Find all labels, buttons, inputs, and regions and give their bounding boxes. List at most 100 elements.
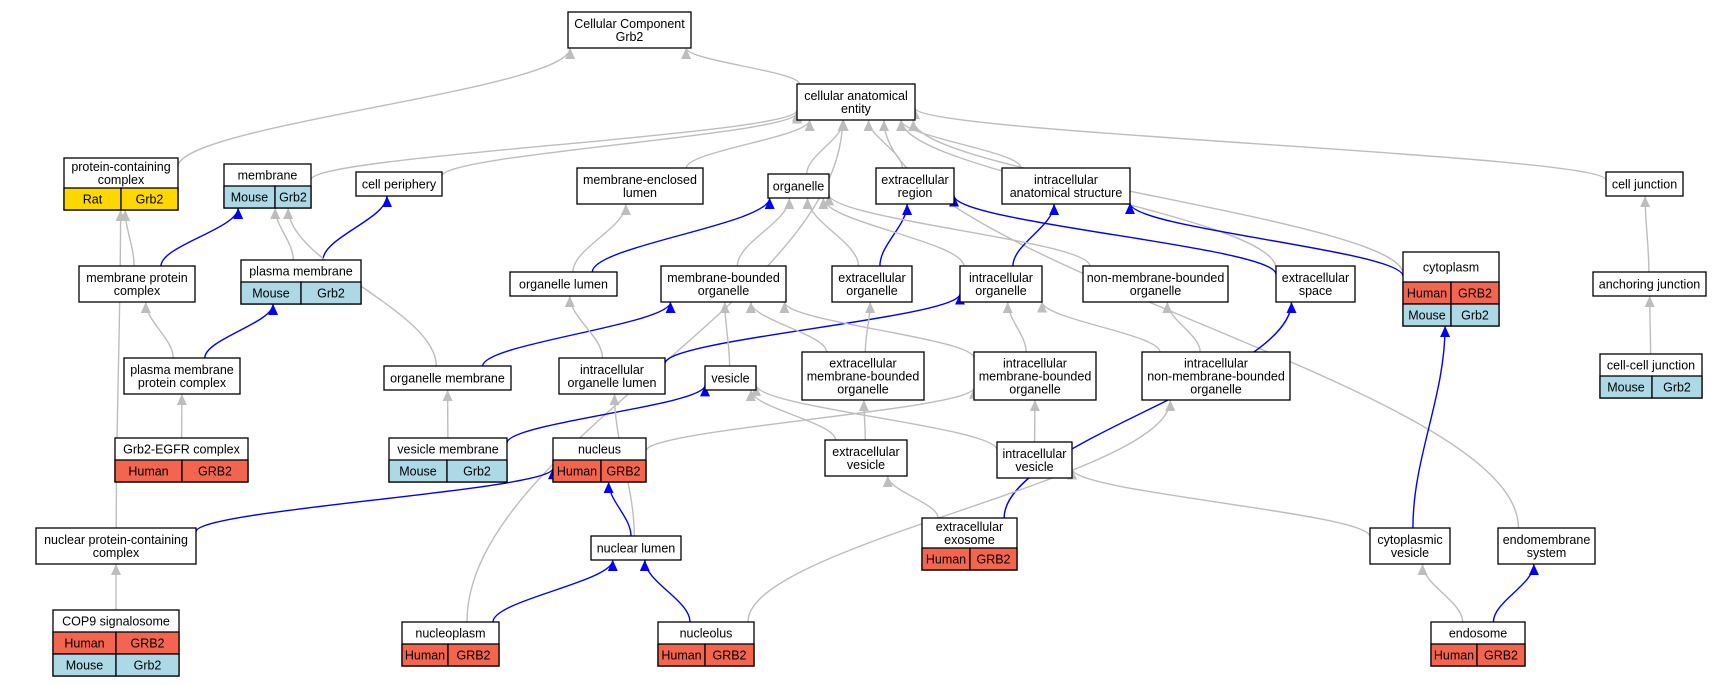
species-label: Human — [1407, 287, 1447, 301]
edge-part-of-intorg-to-ias — [1012, 203, 1060, 267]
term-label: Grb2 — [616, 30, 644, 44]
species-label: Human — [405, 649, 445, 663]
term-box — [996, 441, 1073, 479]
term-label: nuclear lumen — [597, 542, 676, 556]
gene-cell — [446, 459, 508, 483]
term-node-organelle: organelle — [767, 173, 830, 199]
edge-part-of-exosome-to-extspace — [1003, 301, 1297, 519]
term-label: organelle — [1190, 383, 1241, 397]
gene-cell — [704, 643, 755, 667]
term-box — [704, 365, 757, 391]
term-label: membrane-bounded — [807, 370, 920, 384]
edge-is-a-npcc-to-pcc — [115, 209, 126, 529]
gene-label: GRB2 — [130, 637, 164, 651]
edge-is-a-cellper-to-cae — [441, 112, 802, 177]
term-label: protein-containing — [71, 160, 170, 174]
term-box — [567, 11, 692, 49]
gene-label: GRB2 — [976, 553, 1010, 567]
term-box — [1592, 271, 1707, 297]
edge-is-a-endosome-to-cytves — [1417, 563, 1464, 623]
edge-is-a-extves-to-embo — [858, 399, 869, 441]
species-label: Human — [557, 465, 597, 479]
edge-is-a-nmbo-to-organelle — [824, 194, 1091, 267]
term-node-celljunc: cell junction — [1605, 171, 1684, 197]
term-label: non-membrane-bounded — [1147, 370, 1285, 384]
term-label: vesicle — [711, 372, 749, 386]
edge-is-a-mbo-to-organelle — [736, 197, 795, 267]
edge-is-a-exosome-to-extves — [882, 475, 939, 519]
edge-part-of-orgmem-to-mbo — [482, 301, 676, 367]
edge-is-a-membrane-to-cae — [310, 109, 802, 181]
edge-is-a-iol-to-orglumen — [564, 295, 604, 359]
gene-label: Grb2 — [463, 465, 491, 479]
edge-is-a-nucleus-to-imbo — [645, 387, 979, 452]
edge-is-a-intorg-to-organelle — [818, 197, 965, 267]
term-label: cell periphery — [362, 178, 437, 192]
term-label: vesicle membrane — [397, 443, 498, 457]
term-label: organelle lumen — [519, 278, 608, 292]
species-label: Rat — [83, 193, 103, 207]
edge-part-of-nucleolus-to-nuclumen — [639, 559, 691, 623]
term-label: organelle — [975, 284, 1026, 298]
term-box — [796, 83, 916, 121]
edge-part-of-endosome-to-endomem — [1492, 563, 1539, 623]
gene-cell — [300, 281, 362, 305]
edge-part-of-nuclumen-to-nucleus — [603, 481, 632, 537]
term-box — [831, 265, 913, 303]
edge-part-of-extspace-to-extreg — [949, 195, 1277, 275]
edge-is-a-imbo-to-mbo — [779, 301, 975, 359]
term-box — [576, 167, 704, 205]
term-box — [660, 265, 787, 303]
edge-part-of-iol-to-intorg — [664, 293, 965, 364]
gene-label: GRB2 — [712, 649, 746, 663]
term-label: Cellular Component — [574, 17, 685, 31]
edge-is-a-anchjunc-to-celljunc — [1640, 195, 1651, 273]
term-box — [1082, 265, 1229, 303]
edge-is-a-ias-to-cae — [896, 119, 1022, 169]
term-label: endomembrane — [1503, 533, 1591, 547]
edge-is-a-ccjunc-to-anchjunc — [1644, 295, 1655, 355]
term-label: cytoplasmic — [1377, 533, 1442, 547]
gene-label: GRB2 — [1458, 287, 1492, 301]
term-box — [509, 271, 618, 297]
edge-is-a-orgmem-to-membrane — [283, 207, 437, 367]
term-box — [383, 365, 512, 391]
gene-cell — [447, 643, 500, 667]
species-label: Mouse — [1408, 309, 1446, 323]
term-node-orglumen: organelle lumen — [509, 271, 618, 297]
term-label: organelle — [698, 284, 749, 298]
edge-is-a-vesicle-to-mbo — [719, 301, 731, 367]
term-label: cytoplasm — [1423, 261, 1479, 275]
edge-part-of-cytoplasm-to-ias — [1125, 202, 1404, 277]
term-label: membrane protein — [86, 271, 187, 285]
term-label: COP9 signalosome — [62, 615, 170, 629]
term-box — [1497, 527, 1596, 565]
term-label: organelle — [1009, 383, 1060, 397]
edge-is-a-inmbo-to-nmbo — [1162, 301, 1201, 353]
term-label: vesicle — [847, 458, 885, 472]
term-label: system — [1527, 546, 1567, 560]
species-label: Human — [128, 465, 168, 479]
edge-part-of-npcc-to-nucleus — [195, 467, 558, 533]
edge-is-a-embo-to-mbo — [745, 301, 828, 353]
term-label: plasma membrane — [130, 363, 234, 377]
species-label: Mouse — [231, 191, 269, 205]
term-label: non-membrane-bounded — [1087, 271, 1225, 285]
edge-is-a-celljunc-to-cae — [910, 107, 1607, 181]
term-label: organelle membrane — [390, 372, 505, 386]
term-label: extracellular — [832, 445, 899, 459]
edge-is-a-mel-to-cae — [685, 119, 815, 169]
